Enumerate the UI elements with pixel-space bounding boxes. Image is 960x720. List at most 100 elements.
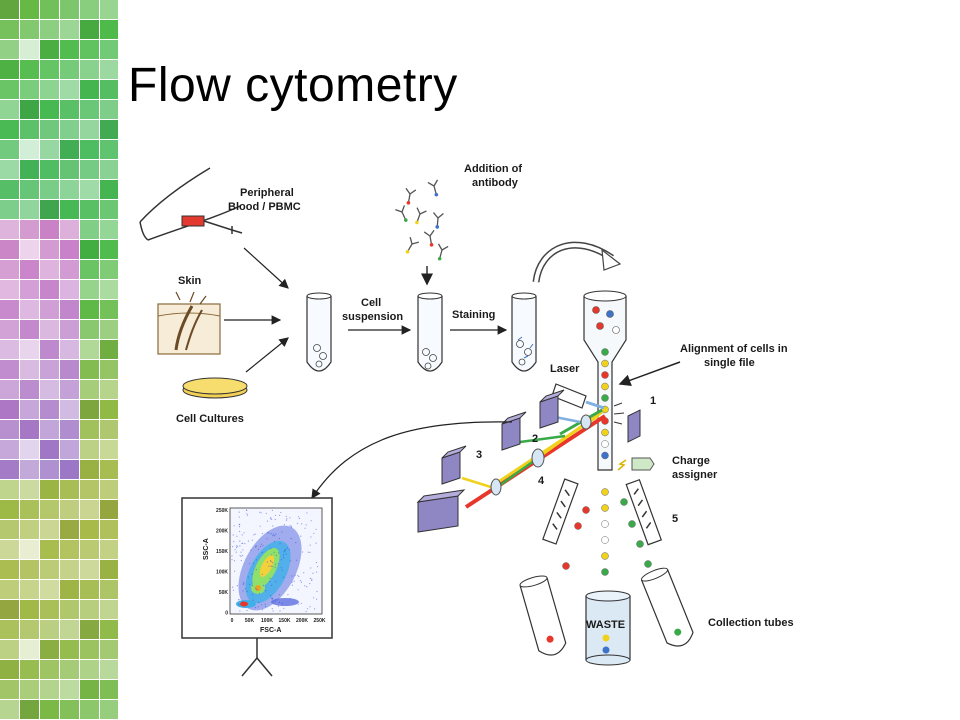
scatter-point (316, 571, 318, 573)
scatter-point (309, 544, 311, 546)
plot-y-label: SSC-A (203, 538, 210, 560)
mosaic-tile (80, 460, 99, 479)
scatter-point (298, 517, 300, 520)
mosaic-tile (20, 380, 39, 399)
scatter-point (266, 561, 268, 563)
mosaic-tile (0, 80, 19, 99)
mosaic-tile (100, 400, 118, 419)
mosaic-tile (0, 120, 19, 139)
scatter-point (232, 586, 234, 588)
mosaic-tile (60, 240, 79, 259)
antibody-icon (432, 212, 444, 229)
mosaic-tile (0, 580, 19, 599)
scatter-point (255, 545, 257, 547)
scatter-point (257, 548, 260, 550)
scatter-point (271, 562, 274, 564)
laser-source (551, 383, 605, 410)
droplet-dot (601, 488, 609, 496)
scatter-point (264, 603, 266, 605)
antibody-icon (405, 187, 417, 205)
scatter-point (289, 560, 291, 562)
mosaic-tile (0, 460, 19, 479)
scatter-point (304, 527, 306, 529)
mosaic-tile (0, 660, 19, 679)
mosaic-tile (0, 620, 19, 639)
scatter-point (249, 583, 251, 585)
mosaic-tile (60, 600, 79, 619)
scatter-point (256, 559, 258, 561)
scatter-point (233, 541, 235, 543)
mosaic-tile (20, 20, 39, 39)
mosaic-tile (20, 420, 39, 439)
scatter-point (238, 511, 240, 513)
scatter-point (249, 563, 251, 565)
scatter-point (270, 594, 272, 597)
scatter-point (236, 547, 238, 549)
mosaic-tile (0, 700, 19, 719)
scatter-point (291, 526, 293, 528)
scatter-point (271, 554, 273, 556)
mosaic-tile (20, 560, 39, 579)
mosaic-tile (40, 280, 59, 299)
mosaic-tile (80, 480, 99, 499)
mosaic-tile (100, 280, 118, 299)
mosaic-tile (60, 120, 79, 139)
scatter-point (265, 590, 267, 592)
cell-dot (601, 451, 609, 460)
scatter-point (281, 531, 283, 533)
mosaic-tile (60, 20, 79, 39)
scatter-point (290, 538, 292, 540)
scatter-point (232, 589, 235, 591)
mosaic-tile (80, 340, 99, 359)
scatter-point (270, 517, 272, 519)
mosaic-tile (40, 520, 59, 539)
plot-x-tick: 0 (231, 618, 234, 624)
charge-assigner (617, 457, 655, 471)
mosaic-tile (60, 620, 79, 639)
mosaic-tile (0, 440, 19, 459)
mosaic-tile (60, 640, 79, 659)
scatter-point (286, 518, 288, 520)
scatter-point (304, 585, 306, 587)
scatter-point (251, 539, 253, 541)
mosaic-tile (80, 500, 99, 519)
mosaic-tile (100, 20, 118, 39)
scatter-point (313, 532, 315, 534)
antibody-icon (405, 237, 419, 254)
scatter-point (279, 543, 281, 545)
mosaic-tile (100, 320, 118, 339)
label-staining: Staining (452, 309, 495, 321)
scatter-point (281, 602, 283, 604)
scatter-point (240, 555, 242, 557)
scatter-point (238, 599, 240, 601)
mosaic-tile (80, 120, 99, 139)
cell-dot (601, 359, 609, 368)
droplet-dot (601, 536, 609, 544)
label-waste: WASTE (586, 619, 625, 631)
mosaic-tile (100, 480, 118, 499)
plot-x-tick: 100K (261, 618, 273, 624)
mosaic-tile (80, 140, 99, 159)
scatter-point (272, 525, 274, 527)
scatter-point (291, 584, 293, 586)
skin-illustration (157, 291, 221, 355)
scatter-point (285, 553, 287, 555)
scatter-point (261, 573, 263, 575)
scatter-point (280, 567, 282, 569)
mosaic-tile (60, 520, 79, 539)
mosaic-tile (80, 640, 99, 659)
mosaic-tile (100, 520, 118, 539)
scatter-point (272, 535, 274, 537)
mosaic-tile (0, 140, 19, 159)
scatter-point (313, 597, 315, 599)
scatter-point (241, 542, 243, 545)
mosaic-tile (100, 300, 118, 319)
mosaic-tile (20, 180, 39, 199)
mosaic-tile (40, 120, 59, 139)
mosaic-tile (100, 240, 118, 259)
scatter-point (316, 590, 318, 593)
mosaic-tile (0, 360, 19, 379)
scatter-point (231, 559, 233, 561)
mosaic-tile (60, 560, 79, 579)
scatter-point (238, 526, 241, 528)
